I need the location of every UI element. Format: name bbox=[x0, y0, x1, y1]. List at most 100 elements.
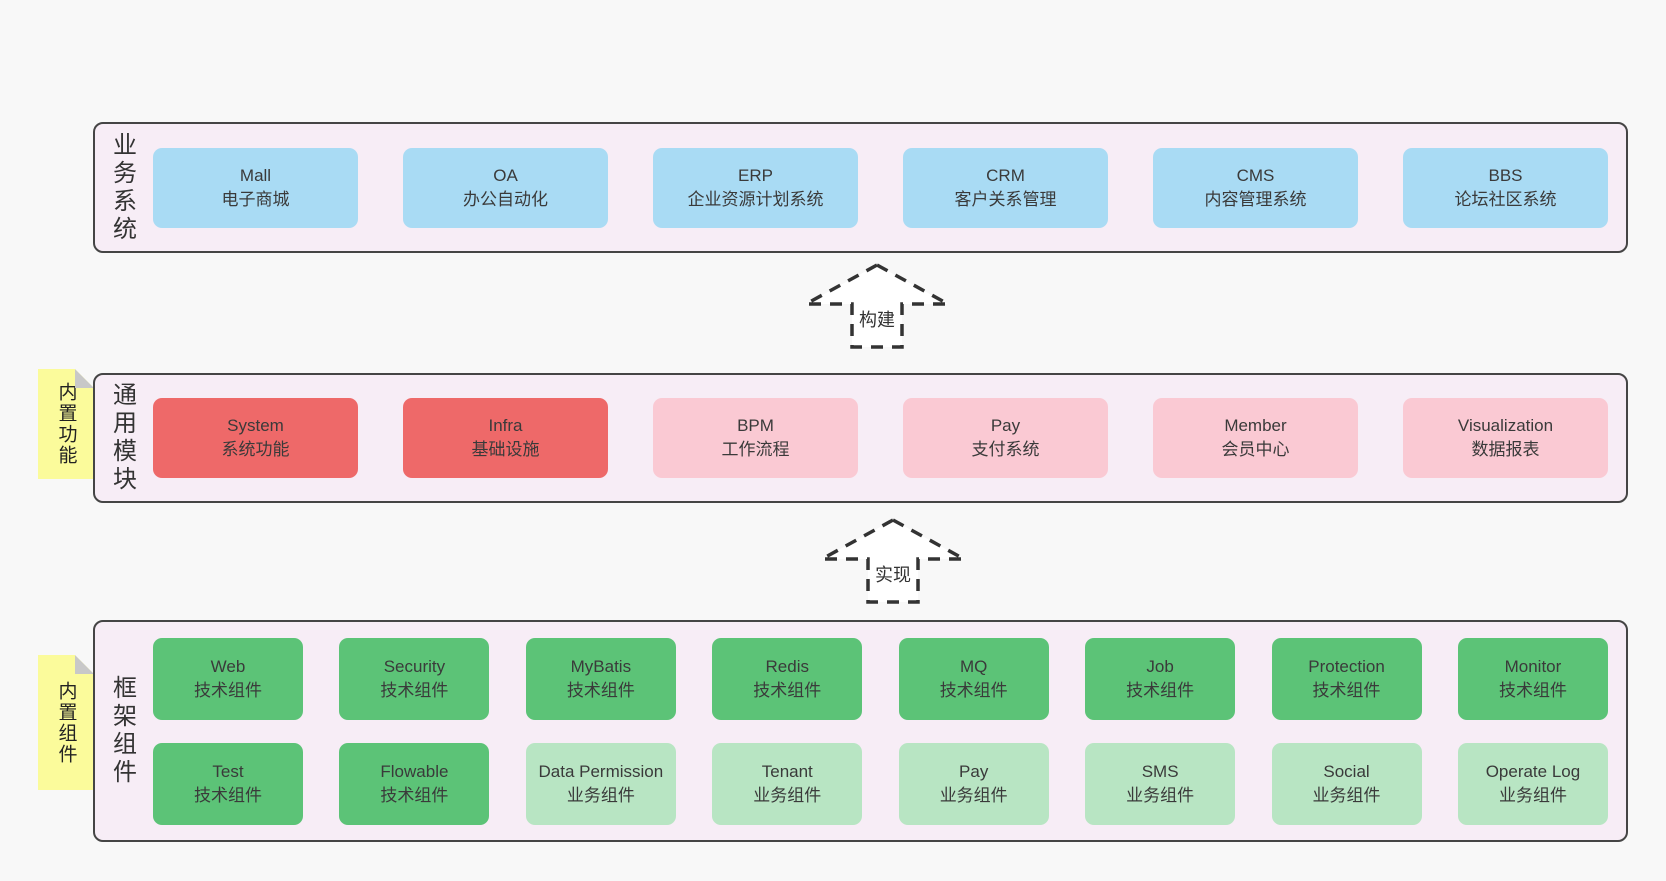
box-desc: 支付系统 bbox=[971, 440, 1040, 459]
box-desc: 工作流程 bbox=[721, 440, 790, 459]
box-name: OA bbox=[493, 165, 518, 185]
box-name: Redis bbox=[765, 656, 809, 676]
box-name: BPM bbox=[737, 416, 774, 435]
box-name: System bbox=[227, 416, 284, 435]
box-desc: 企业资源计划系统 bbox=[687, 189, 824, 209]
box-name: Data Permission bbox=[538, 761, 664, 781]
box-desc: 数据报表 bbox=[1471, 440, 1540, 459]
box-name: MQ bbox=[959, 656, 988, 676]
box-desc: 论坛社区系统 bbox=[1454, 189, 1557, 209]
band-row: System 系统功能 Infra 基础设施 BPM 工作流程 Pay 支付系统… bbox=[153, 398, 1608, 478]
box-desc: 业务组件 bbox=[566, 785, 635, 805]
box-monitor: Monitor 技术组件 bbox=[1457, 637, 1608, 720]
box-desc: 内容管理系统 bbox=[1204, 189, 1307, 209]
box-tenant: Tenant 业务组件 bbox=[712, 742, 863, 825]
band-row: Web 技术组件 Security 技术组件 MyBatis 技术组件 Redi… bbox=[153, 637, 1608, 720]
box-desc: 技术组件 bbox=[939, 680, 1008, 700]
box-operate-log: Operate Log 业务组件 bbox=[1457, 742, 1608, 825]
box-pay-component: Pay 业务组件 bbox=[898, 742, 1049, 825]
box-desc: 技术组件 bbox=[753, 680, 822, 700]
band-business-content: Mall 电子商城 OA 办公自动化 ERP 企业资源计划系统 CRM 客户关系… bbox=[149, 124, 1626, 251]
box-desc: 基础设施 bbox=[471, 440, 540, 459]
box-name: Visualization bbox=[1457, 416, 1554, 435]
band-framework-content: Web 技术组件 Security 技术组件 MyBatis 技术组件 Redi… bbox=[149, 622, 1626, 840]
box-name: Monitor bbox=[1504, 656, 1562, 676]
band-common-modules: 通用模块 System 系统功能 Infra 基础设施 BPM 工作流程 Pay… bbox=[93, 373, 1628, 503]
sticky-note-builtin-components: 内置组件 bbox=[38, 655, 94, 790]
box-name: Member bbox=[1224, 416, 1287, 435]
box-mq: MQ 技术组件 bbox=[898, 637, 1049, 720]
arrow-implement: 实现 bbox=[818, 517, 968, 605]
box-desc: 技术组件 bbox=[566, 680, 635, 700]
band-label-text: 业务系统 bbox=[108, 131, 136, 244]
band-common-content: System 系统功能 Infra 基础设施 BPM 工作流程 Pay 支付系统… bbox=[149, 375, 1626, 501]
note-text: 内置功能 bbox=[55, 382, 77, 466]
box-member: Member 会员中心 bbox=[1153, 398, 1358, 478]
box-name: Mall bbox=[239, 165, 272, 185]
box-desc: 技术组件 bbox=[380, 785, 449, 805]
box-oa: OA 办公自动化 bbox=[403, 147, 608, 228]
box-sms: SMS 业务组件 bbox=[1085, 742, 1236, 825]
box-desc: 业务组件 bbox=[753, 785, 822, 805]
band-label-common-modules: 通用模块 bbox=[95, 375, 149, 501]
box-desc: 会员中心 bbox=[1221, 440, 1290, 459]
box-redis: Redis 技术组件 bbox=[712, 637, 863, 720]
box-name: Web bbox=[210, 656, 246, 676]
box-desc: 系统功能 bbox=[221, 440, 290, 459]
band-label-framework-components: 框架组件 bbox=[95, 622, 149, 840]
box-name: Pay bbox=[959, 761, 989, 781]
box-name: CRM bbox=[986, 165, 1025, 185]
arrow-build: 构建 bbox=[802, 262, 952, 350]
box-name: Social bbox=[1323, 761, 1370, 781]
box-desc: 业务组件 bbox=[1498, 785, 1567, 805]
box-erp: ERP 企业资源计划系统 bbox=[653, 147, 858, 228]
box-flowable: Flowable 技术组件 bbox=[339, 742, 490, 825]
box-protection: Protection 技术组件 bbox=[1271, 637, 1422, 720]
box-desc: 业务组件 bbox=[939, 785, 1008, 805]
box-mybatis: MyBatis 技术组件 bbox=[525, 637, 676, 720]
box-infra: Infra 基础设施 bbox=[403, 398, 608, 478]
note-text: 内置组件 bbox=[55, 680, 77, 765]
box-desc: 技术组件 bbox=[194, 680, 262, 700]
box-bpm: BPM 工作流程 bbox=[653, 398, 858, 478]
sticky-note-builtin-features: 内置功能 bbox=[38, 369, 94, 479]
box-cms: CMS 内容管理系统 bbox=[1153, 147, 1358, 228]
box-name: Protection bbox=[1308, 656, 1385, 676]
box-name: Job bbox=[1146, 656, 1174, 676]
box-name: Security bbox=[383, 656, 446, 676]
arrow-label: 实现 bbox=[871, 561, 915, 587]
box-name: Test bbox=[212, 761, 244, 781]
folded-corner-icon bbox=[75, 369, 94, 388]
arrow-label: 构建 bbox=[855, 306, 899, 332]
box-desc: 技术组件 bbox=[1126, 680, 1195, 700]
box-system: System 系统功能 bbox=[153, 398, 358, 478]
box-name: SMS bbox=[1141, 761, 1179, 781]
box-mall: Mall 电子商城 bbox=[153, 147, 358, 228]
band-label-text: 通用模块 bbox=[108, 382, 136, 494]
box-desc: 技术组件 bbox=[1498, 680, 1567, 700]
folded-corner-icon bbox=[75, 655, 94, 674]
box-visualization: Visualization 数据报表 bbox=[1403, 398, 1608, 478]
box-social: Social 业务组件 bbox=[1271, 742, 1422, 825]
box-crm: CRM 客户关系管理 bbox=[903, 147, 1108, 228]
band-label-business-systems: 业务系统 bbox=[95, 124, 149, 251]
band-framework-components: 框架组件 Web 技术组件 Security 技术组件 MyBatis 技术组件… bbox=[93, 620, 1628, 842]
box-name: Tenant bbox=[761, 761, 813, 781]
band-row: Mall 电子商城 OA 办公自动化 ERP 企业资源计划系统 CRM 客户关系… bbox=[153, 147, 1608, 228]
box-desc: 客户关系管理 bbox=[954, 189, 1057, 209]
box-desc: 业务组件 bbox=[1126, 785, 1195, 805]
box-desc: 业务组件 bbox=[1312, 785, 1381, 805]
box-security: Security 技术组件 bbox=[339, 637, 490, 720]
box-name: Flowable bbox=[380, 761, 449, 781]
box-pay: Pay 支付系统 bbox=[903, 398, 1108, 478]
box-data-permission: Data Permission 业务组件 bbox=[525, 742, 676, 825]
box-name: Operate Log bbox=[1485, 761, 1581, 781]
band-label-text: 框架组件 bbox=[108, 675, 136, 787]
band-business-systems: 业务系统 Mall 电子商城 OA 办公自动化 ERP 企业资源计划系统 CRM… bbox=[93, 122, 1628, 253]
band-row: Test 技术组件 Flowable 技术组件 Data Permission … bbox=[153, 742, 1608, 825]
box-name: CMS bbox=[1236, 165, 1275, 185]
box-name: BBS bbox=[1488, 165, 1523, 185]
box-desc: 电子商城 bbox=[221, 189, 290, 209]
box-name: Infra bbox=[488, 416, 523, 435]
box-desc: 技术组件 bbox=[194, 785, 262, 805]
